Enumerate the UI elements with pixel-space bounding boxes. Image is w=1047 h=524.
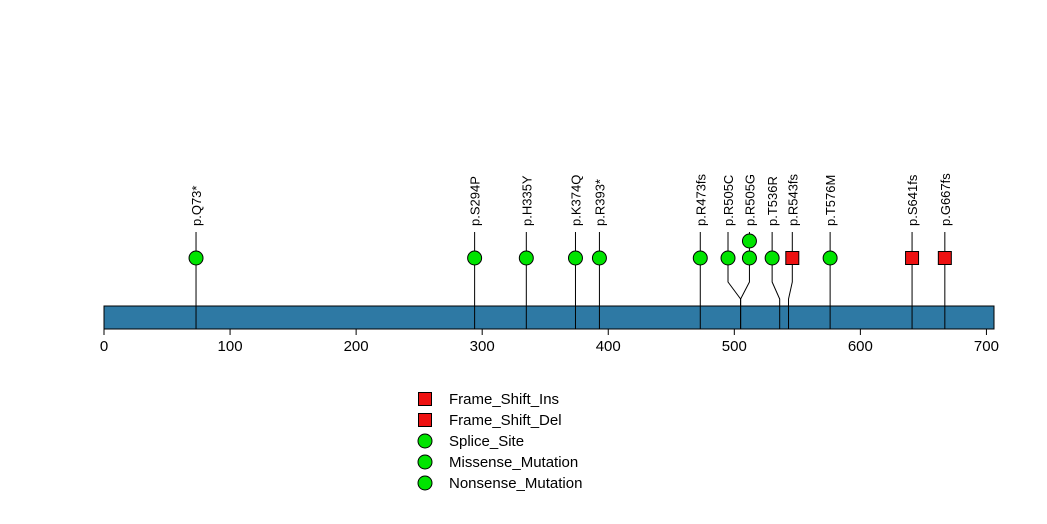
axis-tick-label: 400 bbox=[596, 338, 621, 355]
mutation-label: p.H335Y bbox=[519, 175, 534, 226]
mutation-label: p.Q73* bbox=[189, 186, 204, 226]
mutation-marker-circle bbox=[518, 250, 534, 266]
mutation-label: p.T536R bbox=[765, 176, 780, 226]
legend-label: Nonsense_Mutation bbox=[449, 475, 582, 492]
mutation-marker-circle bbox=[741, 233, 757, 249]
mutation-label: p.T576M bbox=[823, 175, 838, 226]
mutation-label: p.G667fs bbox=[938, 173, 953, 226]
mutation-marker-circle bbox=[567, 250, 583, 266]
mutation-label: p.K374Q bbox=[568, 175, 583, 226]
legend-label: Frame_Shift_Del bbox=[449, 412, 562, 429]
mutation-label: p.R543fs bbox=[785, 173, 800, 226]
axis-tick-label: 200 bbox=[344, 338, 369, 355]
mutation-marker-circle bbox=[741, 250, 757, 266]
legend-circle-swatch bbox=[417, 454, 433, 470]
mutation-label: p.R505G bbox=[742, 174, 757, 226]
protein-bar bbox=[103, 305, 995, 330]
mutation-marker-square bbox=[905, 251, 920, 265]
axis-tick-label: 100 bbox=[218, 338, 243, 355]
mutation-marker-square bbox=[937, 251, 952, 265]
legend-circle-swatch bbox=[417, 433, 433, 449]
mutation-marker-circle bbox=[720, 250, 736, 266]
mutation-marker-circle bbox=[764, 250, 780, 266]
axis-tick-label: 700 bbox=[974, 338, 999, 355]
mutation-label: p.S641fs bbox=[905, 174, 920, 226]
axis-tick-label: 500 bbox=[722, 338, 747, 355]
legend-label: Frame_Shift_Ins bbox=[449, 391, 559, 408]
axis-tick-label: 0 bbox=[100, 338, 108, 355]
mutation-marker-circle bbox=[692, 250, 708, 266]
legend-square-swatch bbox=[418, 413, 432, 427]
legend-square-swatch bbox=[418, 392, 432, 406]
legend-label: Missense_Mutation bbox=[449, 454, 578, 471]
mutation-label: p.R393* bbox=[592, 179, 607, 226]
mutation-label: p.S294P bbox=[468, 176, 483, 226]
mutation-marker-circle bbox=[188, 250, 204, 266]
axis-tick-label: 300 bbox=[470, 338, 495, 355]
mutation-marker-circle bbox=[467, 250, 483, 266]
mutation-marker-square bbox=[785, 251, 800, 265]
legend-label: Splice_Site bbox=[449, 433, 524, 450]
mutation-label: p.R505C bbox=[721, 175, 736, 226]
mutation-marker-circle bbox=[822, 250, 838, 266]
axis-tick-label: 600 bbox=[848, 338, 873, 355]
mutation-label: p.R473fs bbox=[693, 173, 708, 226]
mutation-marker-circle bbox=[591, 250, 607, 266]
legend-circle-swatch bbox=[417, 475, 433, 491]
